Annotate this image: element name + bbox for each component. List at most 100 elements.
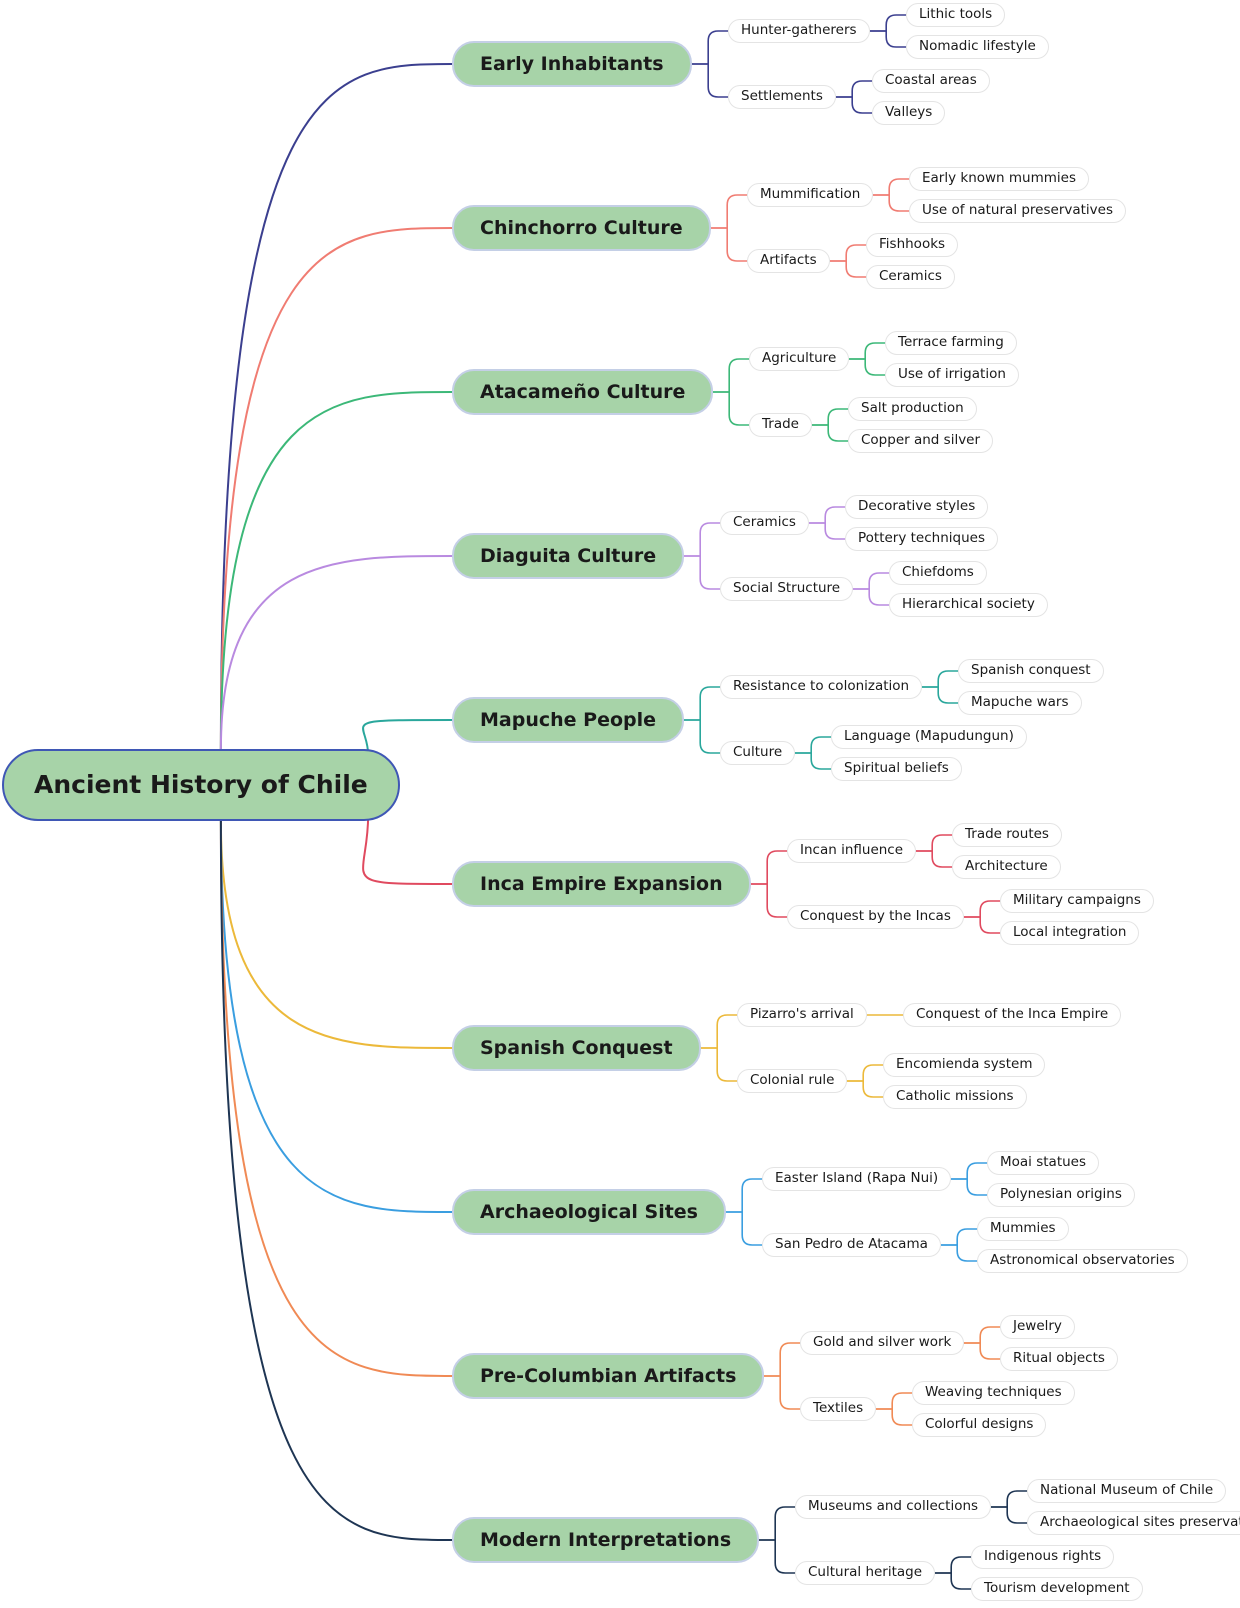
leaf-connector <box>991 1506 1027 1524</box>
leaf-topic: Salt production <box>848 397 977 421</box>
leaf-connector <box>922 686 958 704</box>
subtopic: Easter Island (Rapa Nui) <box>762 1167 952 1191</box>
leaf-connector <box>873 178 909 196</box>
subtopic: Culture <box>720 741 796 765</box>
leaf-connector <box>951 1162 987 1180</box>
leaf-topic: Early known mummies <box>909 167 1090 191</box>
branch-connector <box>219 820 453 1049</box>
leaf-connector <box>935 1556 971 1574</box>
branch-connector <box>219 391 453 750</box>
subtopic: Social Structure <box>720 577 854 601</box>
leaf-connector <box>941 1228 977 1246</box>
branch-topic: Diaguita Culture <box>452 533 685 579</box>
leaf-topic: Language (Mapudungun) <box>831 725 1027 749</box>
leaf-connector <box>853 588 889 606</box>
leaf-connector <box>812 424 848 442</box>
subtopic: Settlements <box>728 85 836 109</box>
leaf-topic: Weaving techniques <box>912 1381 1075 1405</box>
subtopic-connector <box>684 522 720 557</box>
leaf-connector <box>935 1572 971 1590</box>
subtopic: Hunter-gatherers <box>728 19 870 43</box>
leaf-connector <box>853 572 889 590</box>
subtopic-connector <box>684 555 720 590</box>
leaf-topic: Terrace farming <box>885 331 1017 355</box>
branch-connector <box>219 820 453 1541</box>
leaf-topic: Colorful designs <box>912 1413 1047 1437</box>
subtopic: Trade <box>749 413 812 437</box>
leaf-connector <box>809 506 845 524</box>
branch-topic: Atacameño Culture <box>452 369 714 415</box>
leaf-topic: Spanish conquest <box>958 659 1104 683</box>
leaf-connector <box>870 14 906 32</box>
leaf-connector <box>941 1244 977 1262</box>
subtopic-connector <box>701 1014 737 1049</box>
subtopic-connector <box>713 358 749 393</box>
leaf-topic: Tourism development <box>971 1577 1143 1601</box>
leaf-topic: Hierarchical society <box>889 593 1048 617</box>
leaf-topic: National Museum of Chile <box>1027 1479 1227 1503</box>
leaf-topic: Local integration <box>1000 921 1140 945</box>
subtopic: Textiles <box>800 1397 877 1421</box>
leaf-connector <box>951 1178 987 1196</box>
leaf-topic: Jewelry <box>1000 1315 1075 1339</box>
subtopic-connector <box>711 194 747 229</box>
subtopic-connector <box>684 686 720 721</box>
leaf-connector <box>849 342 885 360</box>
leaf-topic: Architecture <box>952 855 1061 879</box>
leaf-topic: Fishhooks <box>866 233 959 257</box>
leaf-topic: Archaeological sites preservation <box>1027 1511 1240 1535</box>
subtopic: Artifacts <box>747 249 830 273</box>
subtopic-connector <box>692 30 728 65</box>
branch-connector <box>362 719 453 756</box>
subtopic: Incan influence <box>787 839 917 863</box>
leaf-connector <box>922 670 958 688</box>
leaf-topic: Coastal areas <box>872 69 990 93</box>
subtopic-connector <box>764 1375 800 1410</box>
subtopic: San Pedro de Atacama <box>762 1233 941 1257</box>
leaf-topic: Nomadic lifestyle <box>906 35 1049 59</box>
leaf-connector <box>876 1392 912 1410</box>
leaf-connector <box>964 916 1000 934</box>
branch-connector <box>219 820 453 1213</box>
leaf-connector <box>830 260 866 278</box>
subtopic-connector <box>759 1506 795 1541</box>
branch-connector <box>219 820 453 1377</box>
subtopic-connector <box>751 850 787 885</box>
leaf-topic: Military campaigns <box>1000 889 1154 913</box>
subtopic-connector <box>759 1539 795 1574</box>
leaf-topic: Pottery techniques <box>845 527 998 551</box>
leaf-connector <box>873 194 909 212</box>
subtopic-connector <box>684 719 720 754</box>
leaf-connector <box>964 1342 1000 1360</box>
branch-connector <box>219 555 453 750</box>
subtopic-connector <box>701 1047 737 1082</box>
leaf-connector <box>847 1080 883 1098</box>
leaf-topic: Trade routes <box>952 823 1062 847</box>
subtopic: Pizarro's arrival <box>737 1003 867 1027</box>
subtopic-connector <box>764 1342 800 1377</box>
leaf-connector <box>812 408 848 426</box>
leaf-connector <box>795 736 831 754</box>
leaf-connector <box>836 80 872 98</box>
branch-topic: Early Inhabitants <box>452 41 692 87</box>
leaf-connector <box>964 900 1000 918</box>
leaf-topic: Moai statues <box>987 1151 1100 1175</box>
leaf-connector <box>991 1490 1027 1508</box>
leaf-topic: Mapuche wars <box>958 691 1082 715</box>
branch-topic: Inca Empire Expansion <box>452 861 751 907</box>
subtopic-connector <box>711 227 747 262</box>
leaf-topic: Lithic tools <box>906 3 1006 27</box>
leaf-topic: Use of irrigation <box>885 363 1019 387</box>
subtopic-connector <box>692 63 728 98</box>
root-topic: Ancient History of Chile <box>2 749 400 821</box>
subtopic: Colonial rule <box>737 1069 848 1093</box>
subtopic: Cultural heritage <box>795 1561 936 1585</box>
leaf-connector <box>795 752 831 770</box>
subtopic: Conquest by the Incas <box>787 905 964 929</box>
subtopic: Gold and silver work <box>800 1331 965 1355</box>
leaf-topic: Astronomical observatories <box>977 1249 1188 1273</box>
subtopic: Ceramics <box>720 511 809 535</box>
subtopic-connector <box>751 883 787 918</box>
branch-topic: Spanish Conquest <box>452 1025 701 1071</box>
leaf-topic: Polynesian origins <box>987 1183 1135 1207</box>
